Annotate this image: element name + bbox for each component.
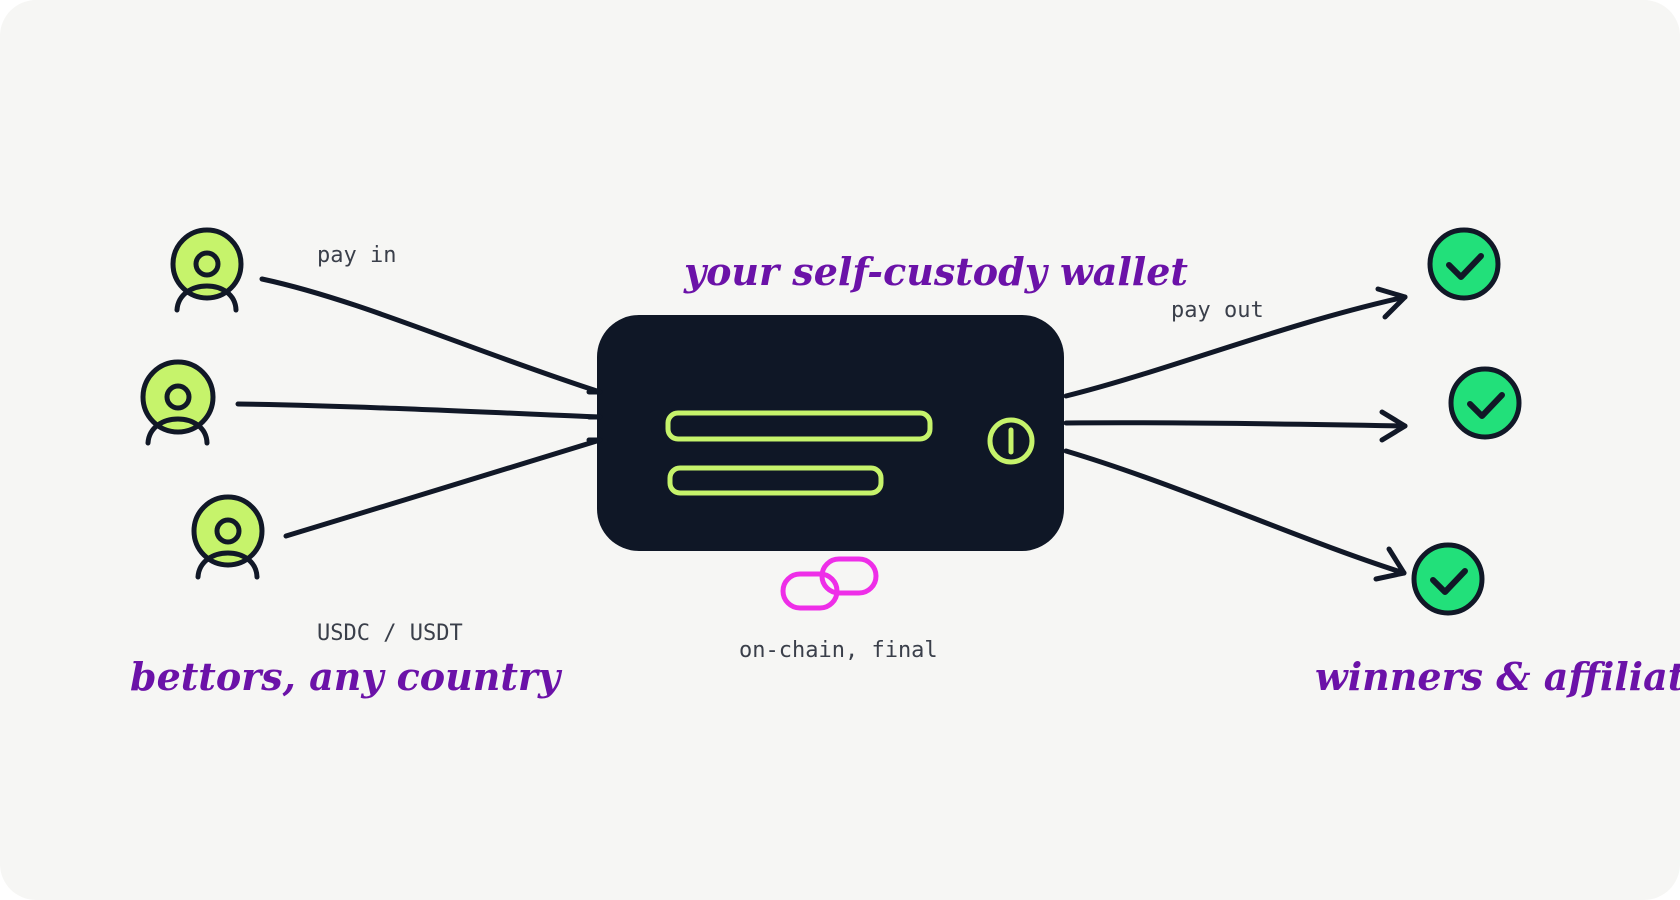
recipient-2 [1448,366,1522,440]
pay-in-arrows [235,276,603,539]
pay-in-line-2 [235,401,603,420]
recipients-caption: winners & affiliates [1315,654,1680,699]
pay-out-line-2 [1063,420,1408,429]
bettor-3 [191,494,265,580]
user-icon [191,494,265,580]
pay-out-arrows [1063,286,1408,582]
power-icon [987,417,1035,465]
diagram-title: your self-custody wallet [683,249,1188,294]
chain-link-icon [780,556,879,611]
check-circle-icon [1448,366,1522,440]
check-circle-icon [1427,227,1501,301]
bettor-2 [140,359,216,446]
currency-label: USDC / USDT [317,621,463,646]
check-circle-icon [1411,542,1485,616]
pay-in-line-3 [283,437,603,539]
self-custody-wallet [586,315,1064,551]
pay-in-label: pay in [317,243,396,268]
pay-out-line-1 [1063,294,1408,399]
wallet-line-long [665,410,933,442]
recipient-1 [1427,227,1501,301]
wallet-edge-marks [586,389,603,443]
pay-out-arrowhead-1 [1375,286,1408,320]
wallet-line-short [667,465,884,496]
pay-out-line-3 [1063,448,1407,576]
pay-out-arrowhead-3 [1373,546,1407,582]
bettors-caption: bettors, any country [130,654,563,699]
user-icon [140,359,216,446]
user-icon [170,227,244,313]
pay-out-arrowhead-2 [1379,409,1408,443]
chain-label: on-chain, final [739,638,938,663]
bettor-1 [170,227,244,313]
recipient-3 [1411,542,1485,616]
pay-in-line-1 [259,276,603,395]
pay-out-label: pay out [1171,298,1264,323]
